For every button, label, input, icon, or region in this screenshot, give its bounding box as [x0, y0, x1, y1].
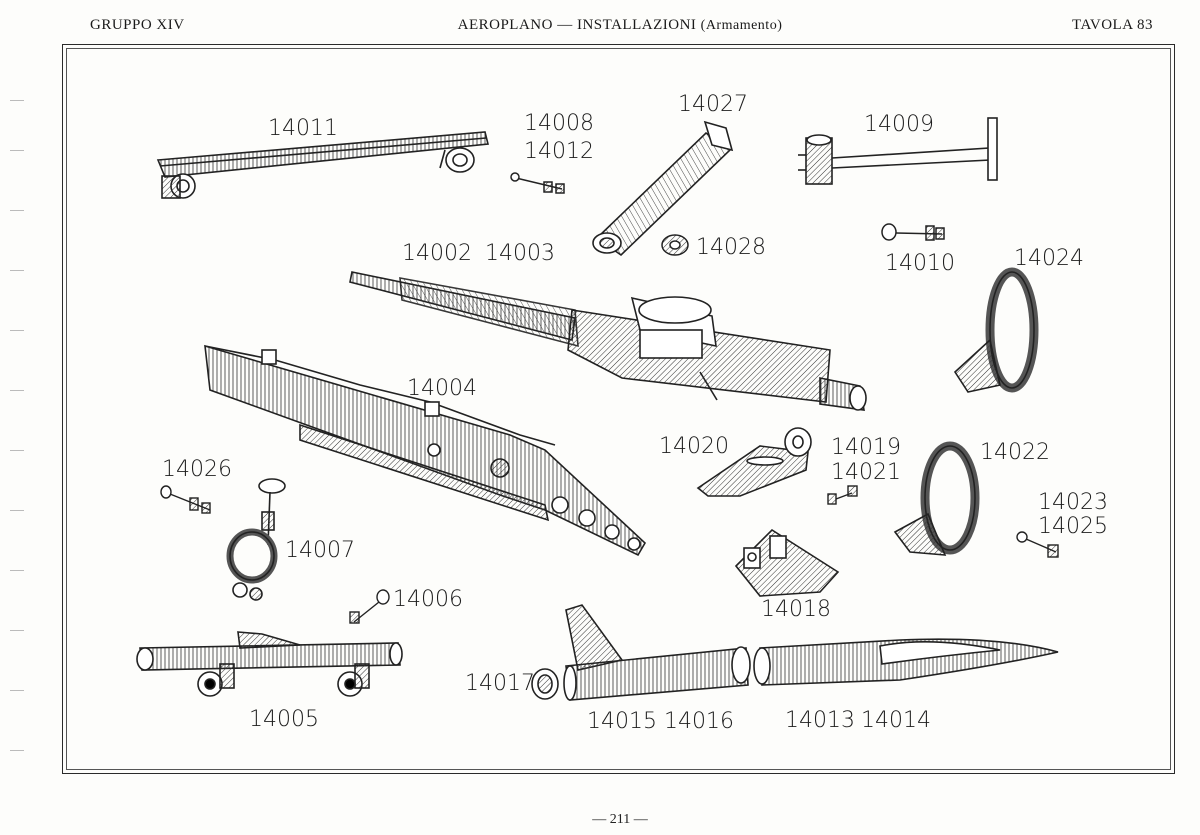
part-14023-bolt-drawing [1016, 531, 1059, 558]
part-label-14003: 14003 [485, 241, 555, 266]
part-label-14002: 14002 [402, 241, 472, 266]
margin-mark [10, 270, 24, 271]
part-label-14022: 14022 [980, 440, 1050, 465]
part-label-14024: 14024 [1014, 246, 1084, 271]
part-14011-drawing [156, 131, 490, 199]
part-label-14012: 14012 [524, 139, 594, 164]
margin-mark [10, 570, 24, 571]
part-label-14025: 14025 [1038, 514, 1108, 539]
part-14007-clamp-drawing [226, 478, 286, 601]
part-label-14026: 14026 [162, 457, 232, 482]
margin-mark [10, 330, 24, 331]
part-label-14013: 14013 [785, 708, 855, 733]
part-14015-fairing-drawing [563, 604, 751, 701]
plate-title: AEROPLANO — INSTALLAZIONI (Armamento) [0, 17, 1200, 34]
part-label-14014: 14014 [861, 708, 931, 733]
part-14026-bolt-drawing [160, 485, 211, 514]
plate-title-main: AEROPLANO — INSTALLAZIONI [457, 17, 697, 33]
part-label-14021: 14021 [831, 460, 901, 485]
plate-frame-inner [66, 48, 1171, 770]
part-label-14011: 14011 [268, 116, 338, 141]
part-label-14019: 14019 [831, 435, 901, 460]
plate-number: TAVOLA 83 [1072, 17, 1153, 33]
margin-mark [10, 630, 24, 631]
part-14019-bolt-drawing [827, 485, 858, 505]
part-14004-mount-drawing [204, 344, 647, 557]
part-label-14015: 14015 [587, 709, 657, 734]
part-label-14006: 14006 [393, 587, 463, 612]
part-14022-strap-drawing [893, 441, 980, 556]
part-label-14017: 14017 [465, 671, 535, 696]
part-label-14005: 14005 [249, 707, 319, 732]
part-label-14007: 14007 [285, 538, 355, 563]
part-label-14016: 14016 [664, 709, 734, 734]
group-heading: GRUPPO XIV [90, 17, 185, 33]
margin-mark [10, 100, 24, 101]
part-14005-tube-drawing [136, 631, 403, 697]
part-label-14010: 14010 [885, 251, 955, 276]
part-label-14023: 14023 [1038, 490, 1108, 515]
part-label-14027: 14027 [678, 92, 748, 117]
part-label-14009: 14009 [864, 112, 934, 137]
part-label-14008: 14008 [524, 111, 594, 136]
part-14024-strap-drawing [953, 267, 1039, 393]
part-14008-bolt-drawing [510, 172, 565, 194]
plate-frame-outer [62, 44, 1175, 774]
margin-mark [10, 510, 24, 511]
part-14002-machine-gun-drawing [349, 271, 867, 411]
margin-mark [10, 150, 24, 151]
page-number: — 211 — [592, 812, 648, 827]
part-14017-ring-drawing [531, 668, 559, 700]
part-label-14004: 14004 [407, 376, 477, 401]
part-14027-spring-tube-drawing [592, 120, 734, 257]
part-14010-bolt-drawing [881, 223, 945, 241]
margin-mark [10, 690, 24, 691]
part-14018-bracket-drawing [734, 528, 840, 597]
part-14009-bracket-drawing [798, 117, 998, 185]
part-14020-bracket-drawing [696, 427, 812, 497]
plate-title-sub: (Armamento) [700, 18, 783, 33]
margin-mark [10, 390, 24, 391]
margin-mark [10, 750, 24, 751]
part-14006-bolt-drawing [349, 589, 390, 624]
part-label-14018: 14018 [761, 597, 831, 622]
part-14028-nut-drawing [661, 234, 689, 256]
part-14013-nose-fairing-drawing [753, 638, 1059, 686]
margin-mark [10, 210, 24, 211]
part-label-14028: 14028 [696, 235, 766, 260]
margin-mark [10, 450, 24, 451]
part-label-14020: 14020 [659, 434, 729, 459]
